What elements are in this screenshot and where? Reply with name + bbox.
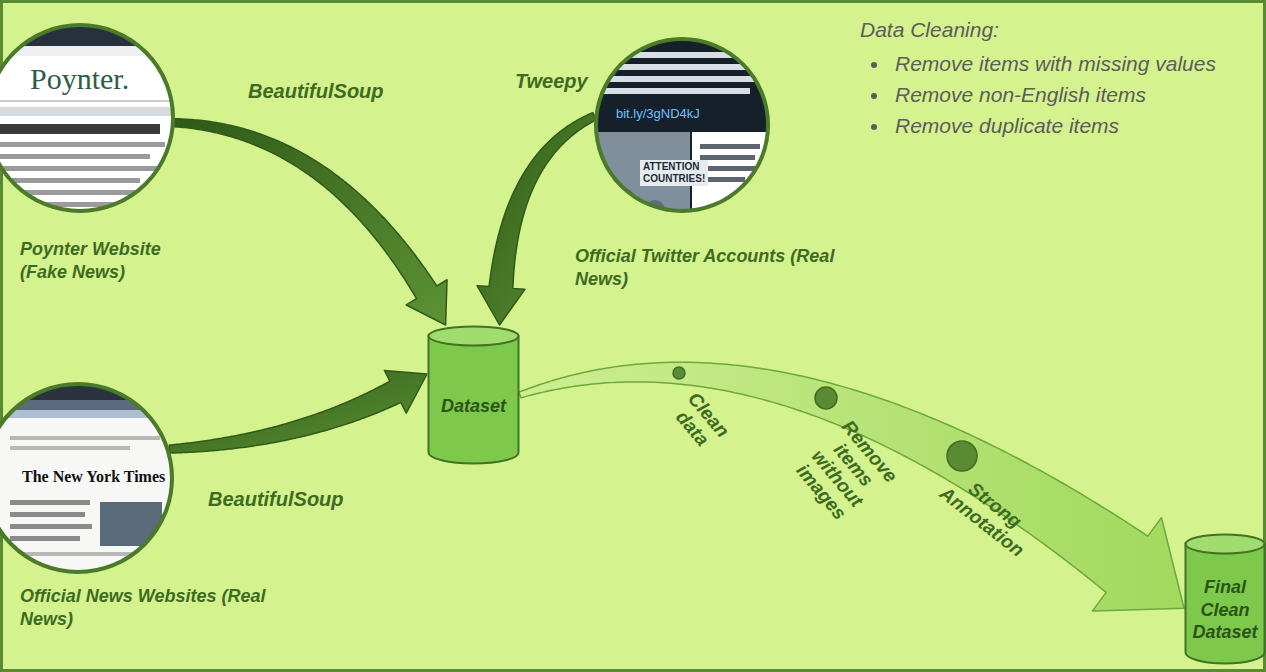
- bullet: [871, 124, 877, 130]
- note-item: Remove items with missing values: [895, 52, 1216, 76]
- circle-border: [0, 25, 173, 211]
- note-heading: Data Cleaning:: [860, 18, 999, 42]
- screenshot-text: ATTENTION COUNTRIES!: [640, 160, 708, 186]
- source-caption: Official Twitter Accounts (Real News): [575, 245, 855, 290]
- note-item: Remove duplicate items: [895, 114, 1119, 138]
- step-label: Clean data: [667, 389, 732, 455]
- twitter-screenshot: [590, 30, 780, 222]
- cylinder-body: [1186, 544, 1265, 664]
- note-item: Remove non-English items: [895, 83, 1146, 107]
- flow-arrow: [169, 370, 427, 453]
- tool-label: BeautifulSoup: [208, 488, 344, 511]
- bullet: [871, 93, 877, 99]
- tool-label: BeautifulSoup: [248, 80, 384, 103]
- step-label: Strong Annotation: [936, 467, 1041, 562]
- database-cylinder: Dataset: [427, 325, 520, 465]
- cylinder-outline: [1184, 533, 1266, 665]
- screenshot-text: The New York Times: [22, 468, 165, 486]
- source-caption: Poynter Website (Fake News): [20, 238, 210, 283]
- source-circle: Poynter Website (Fake News): [0, 23, 175, 213]
- circle-border: [0, 384, 172, 572]
- cylinder-outline: [427, 325, 520, 465]
- circle-outline: [0, 23, 175, 213]
- screenshot-text: bit.ly/3gND4kJ: [616, 106, 700, 121]
- screenshot-text: Poynter.: [30, 62, 129, 96]
- step-dot: [673, 367, 685, 379]
- poynter-screenshot: [0, 20, 180, 220]
- flow-arrow: [519, 362, 1184, 611]
- node-label: Dataset: [441, 395, 506, 418]
- bullet: [871, 62, 877, 68]
- step-dot: [947, 441, 977, 471]
- step-label: Remove items without images: [789, 417, 901, 527]
- cylinder-top: [1186, 535, 1265, 554]
- news-screenshot: [0, 380, 180, 588]
- cylinder-top: [429, 327, 519, 346]
- circle-outline: [594, 37, 770, 213]
- circle-border: [596, 39, 768, 211]
- source-circle: Official Twitter Accounts (Real News): [594, 37, 770, 213]
- node-label: Final Clean Dataset: [1190, 576, 1260, 644]
- database-cylinder: Final Clean Dataset: [1184, 533, 1266, 665]
- cylinder-body: [429, 336, 519, 464]
- step-dot: [815, 387, 837, 409]
- flow-arrow: [175, 119, 447, 325]
- flow-arrow: [477, 113, 596, 325]
- tool-label: Tweepy: [515, 70, 588, 93]
- source-caption: Official News Websites (Real News): [20, 585, 270, 630]
